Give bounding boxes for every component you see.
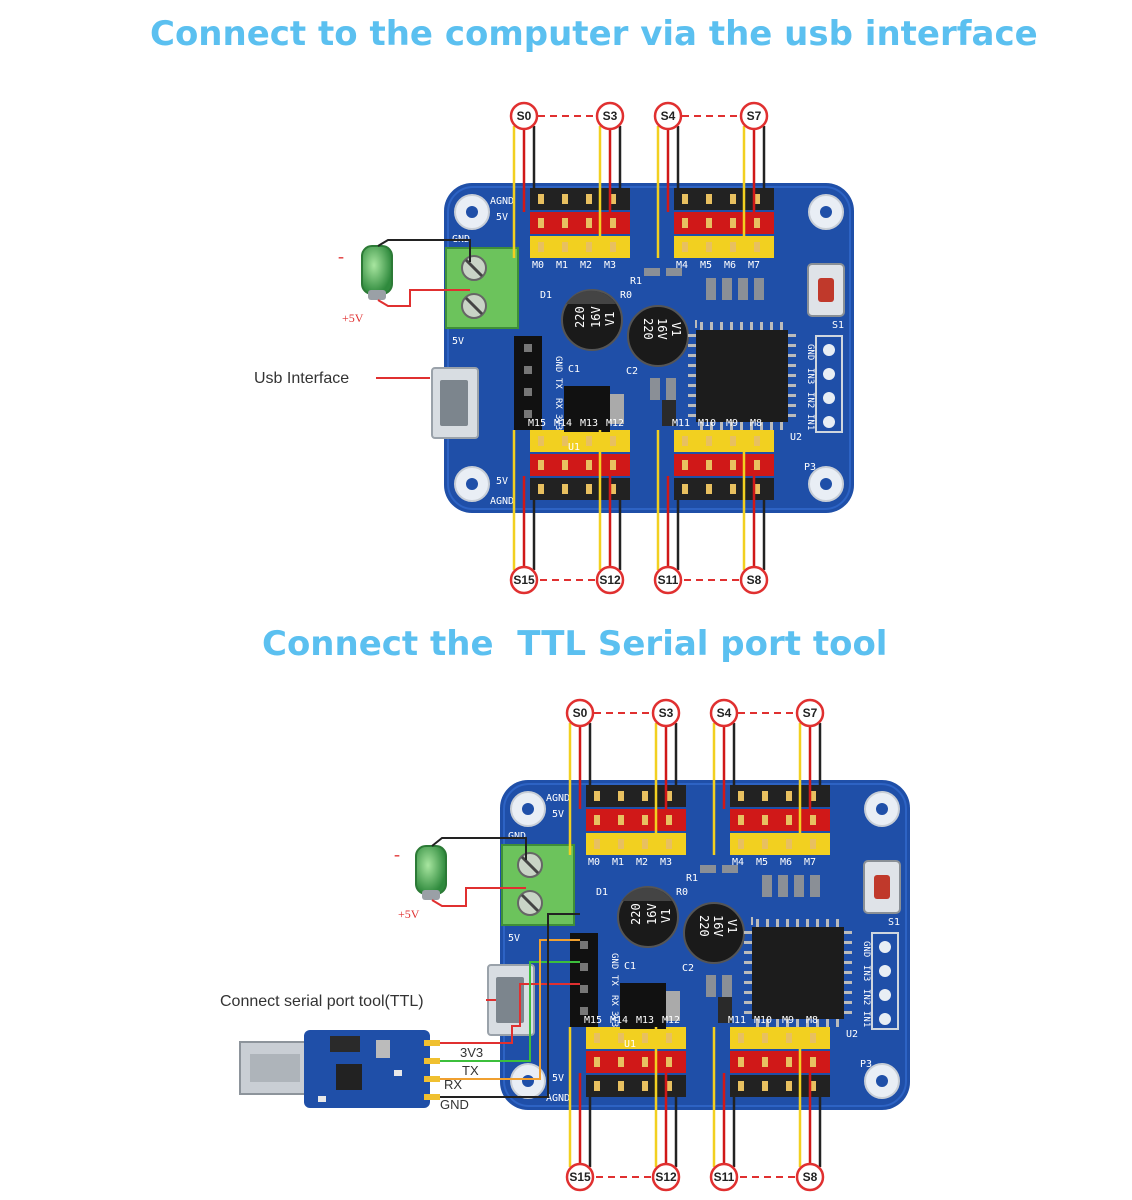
plus-5v-label: +5V xyxy=(342,311,364,325)
callout-s4: S4 xyxy=(661,109,676,123)
callout-s11: S11 xyxy=(658,573,679,587)
servo-driver-board-ttl xyxy=(486,698,912,1192)
callout-ttl-s12: S12 xyxy=(655,1170,677,1184)
usb-ttl-module xyxy=(239,1030,440,1108)
usb-connection-diagram: S0 S3 S4 S7 S15 S12 S11 S8 - +5V Usb Int… xyxy=(254,101,856,595)
pin-gnd-label: GND xyxy=(440,1097,469,1112)
ttl-connection-diagram: S0 S3 S4 S7 S15 S12 S11 S8 - +5V Connect… xyxy=(220,698,912,1192)
battery-icon xyxy=(361,245,393,300)
callout-s0: S0 xyxy=(517,109,532,123)
callout-s7: S7 xyxy=(747,109,762,123)
usb-section-title: Connect to the computer via the usb inte… xyxy=(150,14,1038,54)
callout-s8: S8 xyxy=(747,573,762,587)
callout-s12: S12 xyxy=(599,573,621,587)
negative-label-ttl: - xyxy=(394,844,400,864)
battery-icon-ttl xyxy=(415,845,447,900)
callout-ttl-s15: S15 xyxy=(569,1170,591,1184)
pin-tx-label: TX xyxy=(462,1063,479,1078)
callout-ttl-s7: S7 xyxy=(803,706,818,720)
negative-label: - xyxy=(338,246,344,266)
callout-ttl-s11: S11 xyxy=(714,1170,735,1184)
callout-s3: S3 xyxy=(603,109,618,123)
callout-ttl-s8: S8 xyxy=(803,1170,818,1184)
callout-s15: S15 xyxy=(513,573,535,587)
usb-interface-label: Usb Interface xyxy=(254,370,349,387)
servo-driver-board-usb xyxy=(430,101,856,595)
callout-ttl-s0: S0 xyxy=(573,706,588,720)
pin-rx-label: RX xyxy=(444,1077,462,1092)
plus-5v-label-ttl: +5V xyxy=(398,907,420,921)
ttl-section-title: Connect the TTL Serial port tool xyxy=(262,624,888,664)
callout-ttl-s3: S3 xyxy=(659,706,674,720)
pin-3v3-label: 3V3 xyxy=(460,1045,483,1060)
serial-tool-label: Connect serial port tool(TTL) xyxy=(220,993,424,1010)
callout-ttl-s4: S4 xyxy=(717,706,732,720)
